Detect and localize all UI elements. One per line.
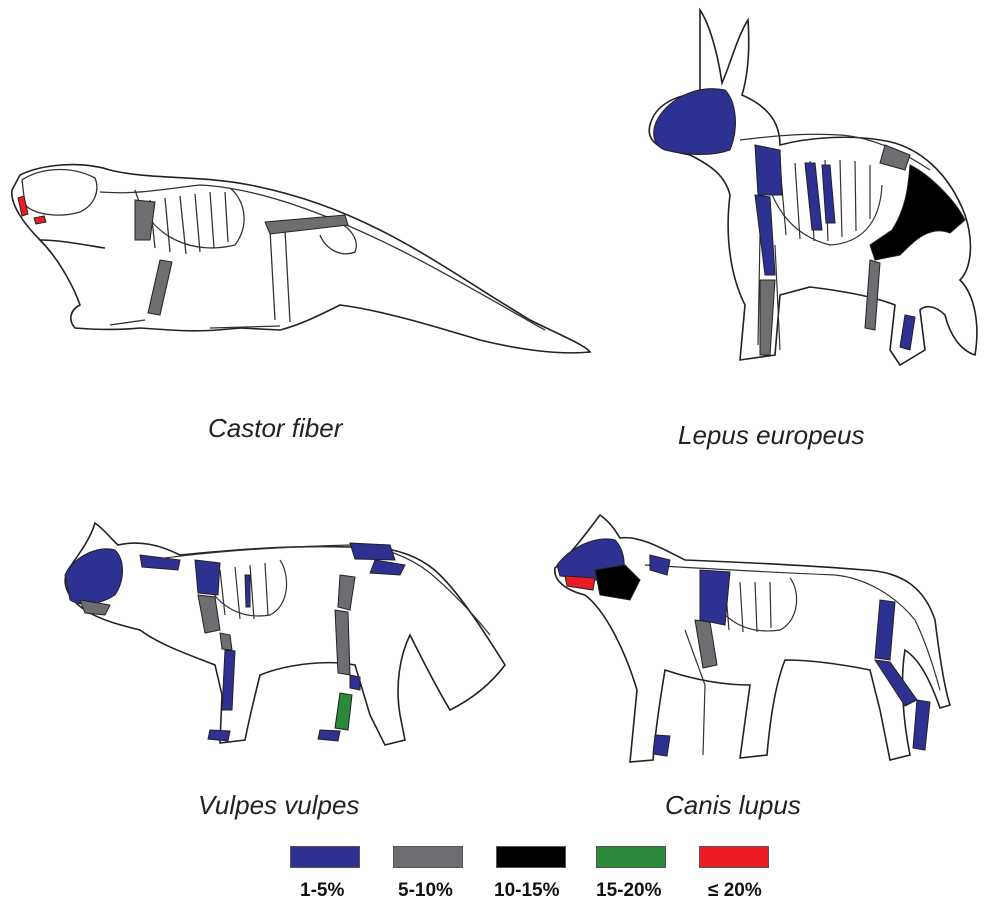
- legend-label-le-20: ≤ 20%: [708, 880, 762, 902]
- species-label-lepus: Lepus europeus: [678, 420, 864, 451]
- legend-swatch-le-20: [699, 846, 769, 868]
- castor-body-outline: [12, 165, 590, 353]
- legend-label-15-20: 15-20%: [596, 880, 662, 902]
- vulpes-body-outline: [65, 523, 505, 745]
- legend-label-5-10: 5-10%: [398, 880, 453, 902]
- legend-label-1-5: 1-5%: [300, 880, 344, 902]
- legend-swatch-10-15: [496, 846, 566, 868]
- legend-swatch-1-5: [290, 846, 360, 868]
- lepus-europeus-figure: [630, 5, 986, 375]
- castor-fiber-illustration: [0, 130, 600, 370]
- legend-swatch-15-20: [596, 846, 666, 868]
- vulpes-vulpes-figure: [50, 515, 510, 755]
- species-label-castor: Castor fiber: [208, 413, 342, 444]
- legend-label-10-15: 10-15%: [494, 880, 560, 902]
- species-label-canis: Canis lupus: [665, 790, 801, 821]
- canis-lupus-illustration: [545, 510, 965, 780]
- canis-lupus-figure: [545, 510, 965, 780]
- castor-fiber-figure: [0, 130, 600, 370]
- species-label-vulpes: Vulpes vulpes: [198, 790, 359, 821]
- castor-colored-bones: [18, 196, 348, 315]
- legend-swatch-5-10: [393, 846, 463, 868]
- vulpes-vulpes-illustration: [50, 515, 510, 755]
- lepus-europeus-illustration: [630, 5, 986, 375]
- lepus-colored-bones: [654, 89, 965, 355]
